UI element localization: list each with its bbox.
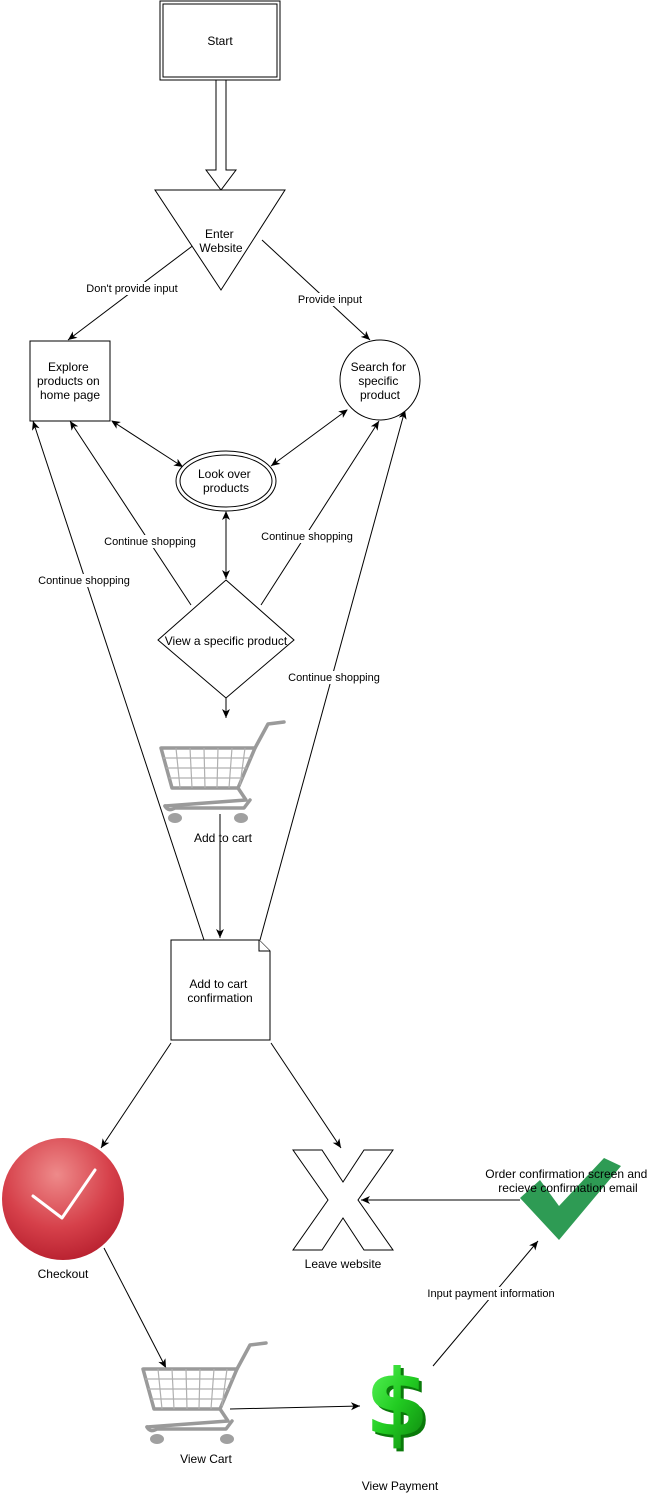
node-look-label-1: Look over xyxy=(198,467,251,481)
edge-confirm-to-checkout xyxy=(100,1042,172,1149)
node-order-confirm-label-1: Order confirmation screen and xyxy=(485,1167,647,1181)
node-explore-label-1: Explore xyxy=(48,360,89,374)
svg-text:Enter Website: Enter Website xyxy=(199,227,242,255)
shopping-cart-icon xyxy=(159,720,286,823)
svg-text:Add to cart confirmation: Add to cart confirmation xyxy=(187,977,252,1005)
svg-text:Order confirmation screen and: Order confirmation screen and recieve co… xyxy=(485,1167,650,1195)
edge-payment-to-confirmation xyxy=(432,1240,539,1367)
node-add-to-cart-confirmation: Add to cart confirmation xyxy=(170,939,271,1041)
green-checkmark-icon xyxy=(520,1158,621,1240)
node-view-cart-label: View Cart xyxy=(180,1452,232,1466)
node-explore: Explore products on home page xyxy=(29,340,111,422)
red-checkmark-circle-icon xyxy=(2,1138,124,1260)
edge-confirm-to-leave xyxy=(270,1042,342,1149)
edge-label-continue-shopping-1: Continue shopping xyxy=(104,536,196,548)
edge-search-look xyxy=(270,409,348,467)
node-start-label: Start xyxy=(207,34,233,48)
node-confirm-label-1: Add to cart xyxy=(189,977,248,991)
edge-label-continue-shopping-2: Continue shopping xyxy=(261,531,353,543)
edge-label-dont-provide-input: Don't provide input xyxy=(86,283,177,295)
edge-label-provide-input: Provide input xyxy=(298,294,362,306)
start-to-enter-arrow xyxy=(205,79,237,191)
edge-explore-look xyxy=(111,420,184,468)
node-leave-label: Leave website xyxy=(305,1257,382,1271)
edge-confirm-to-explore xyxy=(32,420,205,941)
node-enter-website: Enter Website xyxy=(154,189,286,291)
edge-viewcart-to-payment xyxy=(229,1402,361,1411)
node-look-label-2: products xyxy=(203,481,249,495)
edge-label-input-payment: Input payment information xyxy=(427,1288,554,1300)
node-order-confirm-label-2: recieve confirmation email xyxy=(498,1181,637,1195)
node-view-product-label: View a specific product xyxy=(165,634,288,648)
edge-enter-to-search xyxy=(261,239,371,341)
node-enter-label-1: Enter xyxy=(205,227,234,241)
edge-label-continue-shopping-4: Continue shopping xyxy=(288,672,380,684)
node-checkout-label: Checkout xyxy=(38,1267,89,1281)
edge-view-to-explore xyxy=(69,420,192,606)
node-start: Start xyxy=(159,0,281,81)
svg-text:$: $ xyxy=(368,1353,432,1460)
node-enter-label-2: Website xyxy=(199,241,242,255)
edge-label-continue-shopping-3: Continue shopping xyxy=(38,575,130,587)
edge-checkout-to-viewcart xyxy=(103,1247,167,1369)
node-add-to-cart-label: Add to cart xyxy=(194,831,253,845)
svg-text:$: $ xyxy=(365,1350,429,1457)
dollar-sign-icon: $ $ xyxy=(365,1350,432,1460)
node-view-product: View a specific product xyxy=(157,579,295,699)
svg-text:Look over products: Look over products xyxy=(198,467,254,495)
svg-text:Explore products on: Explore products on home page xyxy=(37,360,103,402)
node-search-label-2: specific xyxy=(358,374,398,388)
edge-view-to-search xyxy=(260,420,380,606)
node-search-label-1: Search for xyxy=(351,360,406,374)
svg-text:Search for specific: Search for specific product xyxy=(351,360,410,402)
x-mark-icon xyxy=(292,1149,394,1251)
node-look-over: Look over products xyxy=(175,450,277,512)
node-confirm-label-2: confirmation xyxy=(187,991,252,1005)
node-search-label-3: product xyxy=(360,388,401,402)
node-explore-label-2: products on xyxy=(37,374,100,388)
node-search: Search for specific product xyxy=(339,339,421,421)
shopping-cart-icon xyxy=(141,1341,268,1444)
node-view-payment-label: View Payment xyxy=(362,1479,439,1493)
node-explore-label-3: home page xyxy=(40,388,100,402)
